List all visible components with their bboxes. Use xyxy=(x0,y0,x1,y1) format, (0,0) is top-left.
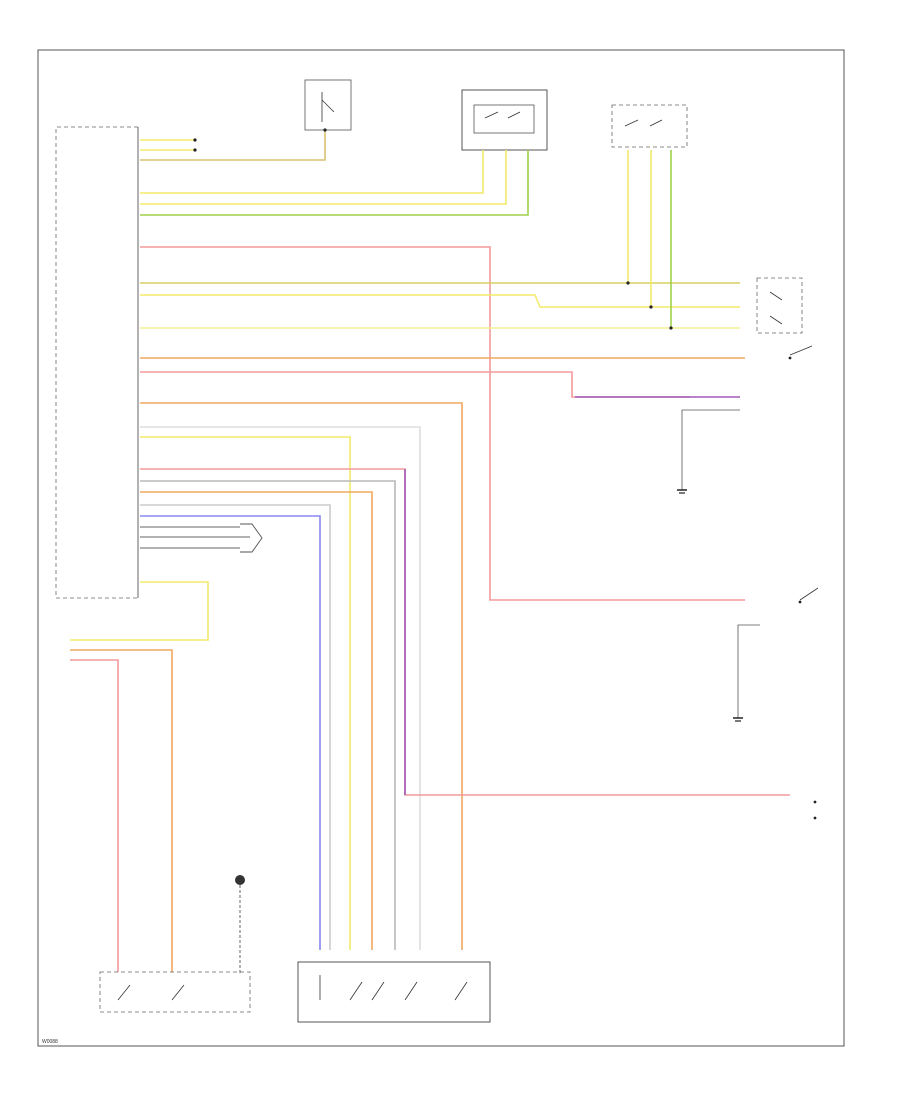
switch-icon xyxy=(798,587,819,604)
right-selector-switch xyxy=(756,277,803,334)
switch-icon xyxy=(788,345,813,360)
ground-icon xyxy=(677,409,740,494)
bottom-left-switches xyxy=(99,971,251,1013)
footer-code: W0088 xyxy=(42,1039,58,1045)
control-module-outline xyxy=(55,126,138,599)
connector-arrow-icon xyxy=(240,523,263,553)
top-relay xyxy=(304,79,352,131)
page-frame xyxy=(37,49,845,1047)
ground-icon xyxy=(235,875,245,975)
ground-icon xyxy=(733,624,760,722)
bottom-center-module xyxy=(297,961,491,1023)
switch-icon xyxy=(813,800,817,820)
top-right-switch xyxy=(611,104,688,148)
wires xyxy=(70,130,790,972)
junction-dots xyxy=(193,128,673,330)
top-center-switch xyxy=(461,89,548,151)
